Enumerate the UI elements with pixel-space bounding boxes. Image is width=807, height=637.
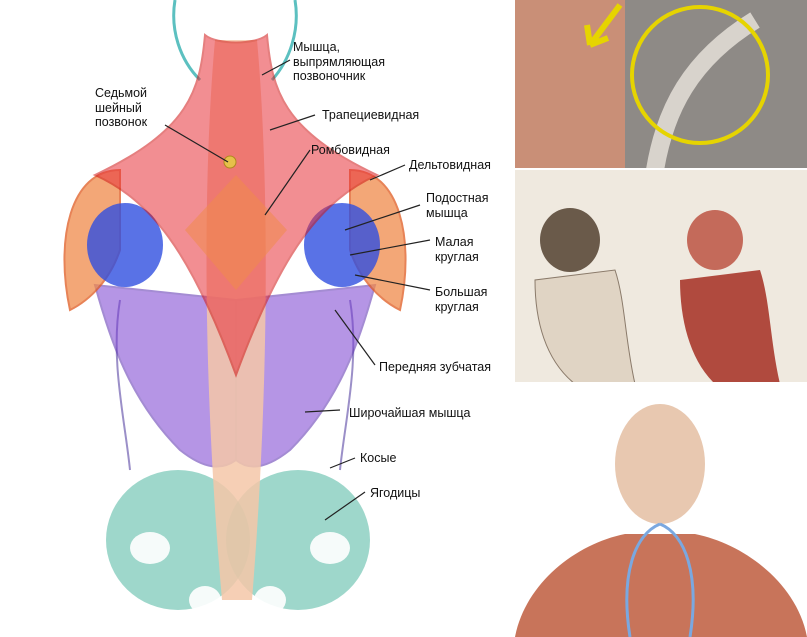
c7-vertebra-marker [223, 155, 237, 169]
neck-outline [172, 0, 298, 82]
anatomy-drawing-panel [515, 170, 807, 384]
label-infraspinatus: Подостная мышца [426, 191, 489, 220]
yellow-circle-icon [630, 5, 770, 145]
muscle-render-panel [515, 384, 807, 637]
spine-outline [625, 522, 695, 637]
infraspinatus-right [304, 203, 380, 287]
back-muscles-diagram [63, 0, 431, 614]
yellow-arrow-icon [584, 3, 623, 48]
label-teres-minor: Малая круглая [435, 235, 479, 264]
leader-lines [164, 59, 431, 521]
label-teres-major: Большая круглая [435, 285, 488, 314]
label-c7: Седьмой шейный позвонок [95, 86, 148, 129]
label-serratus: Передняя зубчатая [379, 360, 491, 374]
label-erector: Мышца, выпрямляющая позвоночник [293, 40, 386, 83]
label-gluteus: Ягодицы [370, 486, 421, 500]
label-deltoid: Дельтовидная [409, 158, 491, 172]
label-rhomboid: Ромбовидная [311, 143, 390, 157]
rhomboid-muscle [185, 175, 287, 290]
label-obliques: Косые [360, 451, 397, 465]
label-latissimus: Широчайшая мышца [349, 406, 471, 420]
infraspinatus-left [87, 203, 163, 287]
neck-photo-panel [515, 0, 807, 170]
gluteus-region [106, 470, 370, 614]
label-trapezius: Трапециевидная [322, 108, 420, 122]
